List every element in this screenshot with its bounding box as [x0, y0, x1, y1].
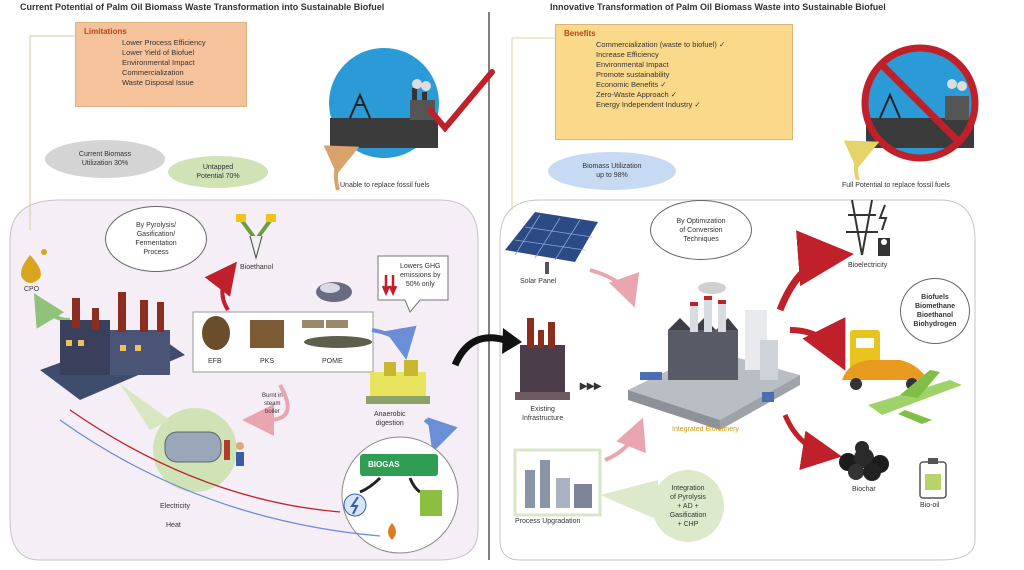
left-panel-title: Current Potential of Palm Oil Biomass Wa…: [20, 2, 385, 12]
limitation-item: Lower Yield of Biofuel: [122, 48, 195, 57]
pks-label: PKS: [260, 358, 275, 365]
benefit-item: Zero-Waste Approach ✓: [596, 90, 678, 99]
steam-boiler-icon: [164, 431, 244, 466]
airplane-icon: [868, 370, 962, 424]
oil-rig-circle-left: [329, 48, 495, 158]
benefit-item: Environmental Impact: [596, 60, 669, 69]
biogas-tank: [360, 454, 438, 476]
oil-rig-circle-right: [861, 44, 979, 162]
bioethanol-label: Bioethanol: [240, 264, 274, 271]
benefit-item: Energy Independent Industry ✓: [596, 100, 701, 109]
arrow-to-biochar: [782, 413, 842, 471]
biogas-label: BIOGAS: [368, 460, 400, 469]
benefits-heading: Benefits: [564, 29, 596, 38]
prohibition-icon: [861, 44, 979, 162]
pome-icon: [302, 320, 372, 348]
electricity-icon: [343, 493, 367, 517]
unable-replace-label: Unable to replace fossil fuels: [340, 182, 430, 189]
bioelectricity-icon: [846, 199, 890, 256]
ghg-label: Lowers GHG emissions by 50% only: [400, 263, 441, 288]
limitation-item: Environmental Impact: [122, 58, 195, 67]
svg-text:▸▸▸: ▸▸▸: [579, 377, 602, 393]
cpo-label: CPO: [24, 286, 40, 293]
benefit-item: Economic Benefits ✓: [596, 80, 667, 89]
bioelectricity-label: Bioelectricity: [848, 262, 888, 269]
untapped-potential-cloud: Untapped Potential 70%: [168, 156, 268, 188]
integration-circle: Integration of Pyrolysis + AD + Gasifica…: [652, 470, 724, 542]
process-thought-bubble: By Pyrolysis/ Gasification/ Fermentation…: [105, 206, 207, 272]
biochar-icon: [839, 441, 889, 481]
right-panel-title: Innovative Transformation of Palm Oil Bi…: [550, 2, 886, 12]
limitation-item: Waste Disposal Issue: [122, 78, 194, 87]
pome-label: POME: [322, 358, 343, 365]
solar-panel-icon: [505, 212, 598, 274]
integrated-biorefinery-icon: [628, 282, 800, 430]
anaerobic-digester-icon: [366, 360, 430, 404]
anaerobic-label: Anaerobic digestion: [374, 411, 406, 427]
limitations-box: Limitations Lower Process Efficiency Low…: [75, 22, 247, 107]
bio-oil-label: Bio-oil: [920, 502, 940, 509]
limitation-item: Lower Process Efficiency: [122, 38, 206, 47]
solar-panel-label: Solar Panel: [520, 278, 557, 285]
transformation-arrow: [451, 334, 506, 367]
heat-line: [59, 419, 381, 537]
cpo-drop-icon: [21, 249, 47, 283]
limitation-item: Commercialization: [122, 68, 184, 77]
existing-infrastructure-label: Existing Infrastructure: [522, 406, 564, 422]
benefit-item: Commercialization (waste to biofuel) ✓: [596, 40, 726, 49]
palm-oil-mill-icon: [40, 292, 185, 400]
flame-icon: [388, 523, 396, 540]
car-icon: [842, 360, 928, 390]
efb-icon: [202, 316, 230, 350]
full-potential-label: Full Potential to replace fossil fuels: [842, 182, 950, 189]
current-utilization-cloud: Current Biomass Utilization 30%: [45, 140, 165, 178]
integrated-biorefinery-label: Integrated Biorefinery: [672, 426, 739, 433]
gas-pump-icon: [420, 490, 442, 516]
efb-label: EFB: [208, 358, 222, 365]
process-upgradation-icon: [513, 448, 602, 517]
benefit-item: Increase Efficiency: [596, 50, 659, 59]
arrow-to-bioelectricity: [776, 230, 854, 312]
electricity-line: [69, 409, 341, 513]
pks-icon: [250, 320, 284, 348]
optimization-thought-bubble: By Optimization of Conversion Techniques: [650, 200, 752, 260]
benefits-box: Benefits Commercialization (waste to bio…: [555, 24, 793, 140]
bioethanol-icon: [236, 214, 276, 260]
bio-oil-icon: [919, 458, 947, 499]
biofuels-bubble: Biofuels Biomethane Bioethanol Biohydrog…: [900, 278, 970, 344]
biochar-label: Biochar: [852, 486, 876, 493]
arrow-to-biofuels: [789, 317, 846, 371]
biomass-utilization-cloud: Biomass Utilization up to 98%: [548, 152, 676, 190]
check-mark-icon: [427, 69, 495, 133]
limitations-heading: Limitations: [84, 27, 127, 36]
heat-label: Heat: [166, 522, 181, 529]
benefit-item: Promote sustainability: [596, 70, 670, 79]
electricity-label: Electricity: [160, 503, 190, 510]
process-upgradation-label: Process Upgradation: [515, 518, 581, 525]
existing-infrastructure-icon: [515, 318, 570, 400]
boiler-label: Burnt in steam boiler: [262, 393, 283, 415]
